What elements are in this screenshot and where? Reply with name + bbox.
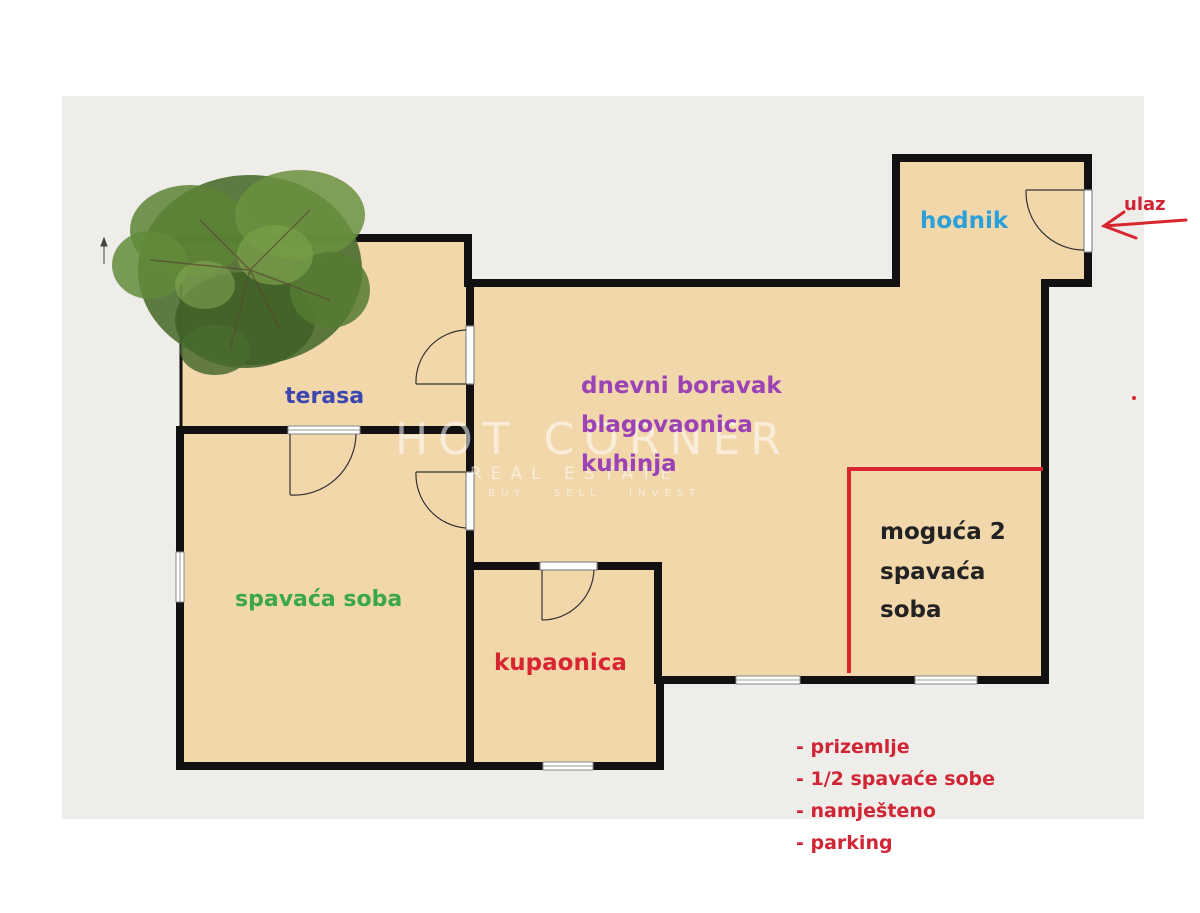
wall-bath-top-b	[593, 562, 662, 684]
door-entrance-frame	[1083, 189, 1093, 253]
watermark-brand: HOT CORNER	[395, 414, 791, 465]
entrance-label: ulaz	[1124, 194, 1166, 215]
door-entrance-swing	[1025, 189, 1085, 251]
door-bedroom-top-swing	[289, 433, 357, 496]
floor-hodnik	[896, 158, 1088, 286]
door-bathroom-frame	[539, 561, 598, 571]
watermark-tagline: BUY · SELL · INVEST	[488, 488, 702, 499]
wall-bedroom-left-top	[176, 426, 292, 556]
floor-bathroom	[470, 566, 658, 765]
property-notes: - prizemlje - 1/2 spavaće sobe - namješt…	[796, 731, 995, 859]
room-label-possible-line3: soba	[880, 597, 942, 623]
north-arrow-icon	[100, 236, 108, 264]
room-label-terasa: terasa	[285, 384, 365, 409]
room-label-living-line3: kuhinja	[581, 451, 677, 477]
note-item: - 1/2 spavaće sobe	[796, 768, 996, 790]
room-floors	[180, 158, 1088, 765]
room-label-living-line2: blagovaonica	[581, 412, 753, 438]
tree-icon	[112, 170, 370, 375]
wall-living-bottom-b	[589, 676, 740, 770]
note-item: - parking	[796, 832, 893, 854]
doors	[289, 189, 1093, 621]
room-label-possible-line1: moguća 2	[880, 519, 1006, 545]
note-item: - prizemlje	[796, 736, 910, 758]
door-bedroom-swing	[415, 471, 467, 529]
door-terasa-frame	[465, 325, 475, 385]
window-lines	[179, 429, 977, 767]
red-dot	[1132, 396, 1136, 400]
floor-bedroom	[180, 430, 470, 765]
door-bedroom-frame	[465, 471, 475, 531]
room-label-bathroom: kupaonica	[494, 650, 627, 676]
entrance-arrow	[1100, 210, 1188, 240]
wall-hodnik-right	[973, 248, 1092, 684]
wall-main-top	[464, 154, 1092, 287]
room-label-living-line1: dnevni boravak	[581, 373, 782, 399]
room-label-possible-line2: spavaća	[880, 559, 986, 585]
room-label-bedroom: spavaća soba	[235, 587, 403, 612]
door-bathroom-swing	[541, 569, 595, 621]
possible-room-outline	[847, 467, 1043, 673]
door-terasa-swing	[415, 329, 467, 385]
room-label-hodnik: hodnik	[920, 208, 1009, 234]
watermark-sub: REAL ESTATE	[470, 464, 681, 484]
note-item: - namješteno	[796, 800, 936, 822]
